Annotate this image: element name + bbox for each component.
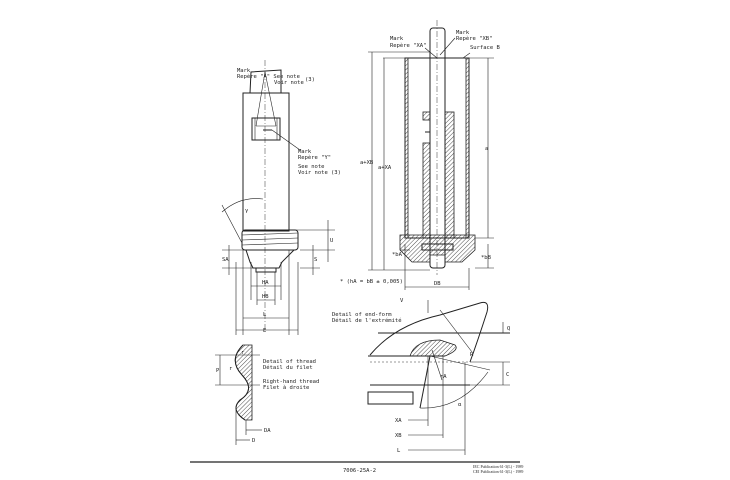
mark-y-note: (3)	[331, 170, 341, 176]
end-label-q: Q	[507, 326, 510, 332]
end-form-title-2: Détail de l'extrémité	[332, 317, 402, 324]
surface-b-label: Surface B	[470, 45, 500, 51]
mark-y-line2: Repère "Y"	[298, 154, 331, 161]
gamma-label: γ	[245, 208, 249, 214]
label-ha: HA	[262, 280, 269, 286]
thread-title-1: Detail of thread	[263, 359, 316, 365]
label-s: S	[314, 257, 317, 263]
publication-line-2: CEI Publication 61-3(L) - 1989	[473, 469, 523, 474]
end-label-r: R	[470, 352, 474, 358]
thread-p: P	[216, 368, 220, 374]
end-label-alpha: α	[458, 402, 462, 408]
thread-da: DA	[264, 428, 271, 434]
mark-xa-line2: Repère "XA"	[390, 42, 426, 49]
label-a-plus-xa: a+XA	[378, 165, 392, 171]
thread-d: D	[252, 438, 255, 444]
end-label-l: L	[397, 448, 401, 454]
label-u: U	[330, 238, 333, 244]
end-label-xa: XA	[395, 418, 402, 424]
label-sa: SA	[222, 257, 229, 263]
end-form-detail	[367, 300, 510, 455]
mark-y-line1: Mark	[298, 149, 312, 155]
publication-line-1: IEC Publication 61-3(L) - 1989	[473, 464, 523, 469]
tolerance-note: * (hA = bB ± 0,005)	[340, 279, 403, 285]
label-a: a	[485, 146, 488, 152]
thread-detail	[215, 344, 262, 445]
end-form-title-1: Detail of end-form	[332, 312, 392, 318]
thread-r-mid: r	[229, 366, 233, 372]
label-bb: *bB	[481, 255, 492, 261]
mark-a-line1: Mark	[237, 68, 251, 74]
thread-title-2: Détail du filet	[263, 364, 313, 371]
see-note-y-line1: See note	[298, 164, 325, 170]
mark-xb-line1: Mark	[456, 30, 470, 36]
cap-side-view	[221, 60, 335, 335]
mark-a-line3: Voir note	[274, 80, 304, 86]
mark-a-line2: Repère "A" See note	[237, 73, 300, 80]
mark-xa-line1: Mark	[390, 36, 404, 42]
label-ba: *bA	[392, 252, 403, 258]
holder-section-view	[368, 20, 494, 290]
end-label-c: C	[506, 372, 509, 378]
label-a-plus-xb: a+XB	[360, 160, 374, 166]
end-label-ra: rA	[440, 374, 447, 380]
label-e: E	[263, 328, 266, 334]
thread-subtitle-2: Filet à droite	[263, 384, 309, 391]
mark-a-note: (3)	[305, 77, 315, 83]
label-db: DB	[434, 281, 441, 287]
thread-subtitle-1: Right-hand thread	[263, 379, 319, 385]
mark-xb-line2: Repère "XB"	[456, 35, 492, 42]
label-hb: HB	[262, 294, 269, 300]
see-note-y-line2: Voir note	[298, 170, 328, 176]
label-l-left: L	[263, 312, 267, 318]
sheet-id: 7006-25A-2	[343, 468, 376, 474]
end-label-v: V	[400, 298, 404, 304]
thread-r-top: r	[241, 350, 245, 356]
end-label-xb: XB	[395, 433, 402, 439]
